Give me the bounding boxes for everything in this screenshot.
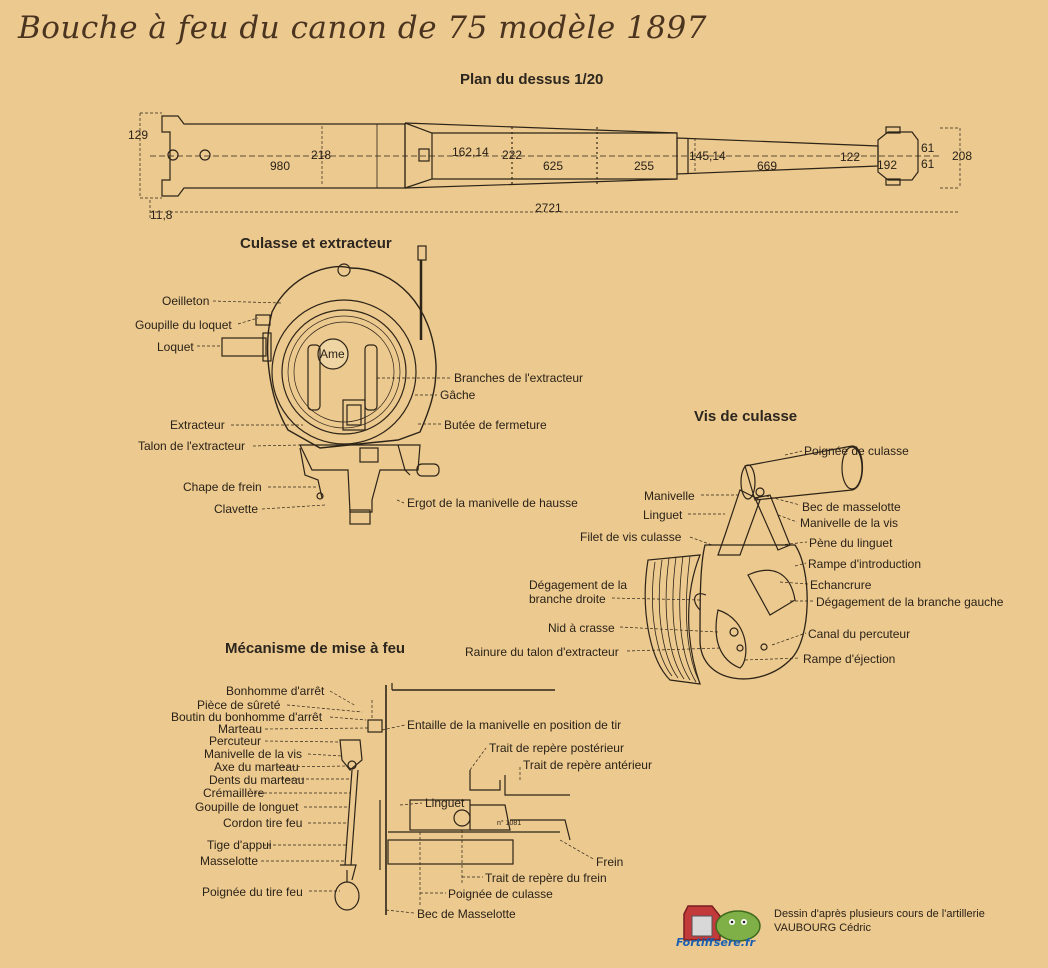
label-nid-crasse: Nid à crasse: [548, 621, 615, 635]
label-cordon-tire-feu: Cordon tire feu: [223, 816, 303, 830]
dim-192: 192: [877, 158, 898, 172]
label-piece-surete: Pièce de sûreté: [197, 698, 281, 712]
dim-208: 208: [952, 149, 973, 163]
label-chape-frein: Chape de frein: [183, 480, 262, 494]
mecanisme-title: Mécanisme de mise à feu: [225, 640, 406, 657]
label-bec-masselotte-mec: Bec de Masselotte: [417, 907, 516, 921]
label-loquet: Loquet: [157, 340, 194, 354]
label-oeilleton: Oeilleton: [162, 294, 210, 308]
label-trait-frein: Trait de repère du frein: [485, 871, 607, 885]
label-percuteur: Percuteur: [209, 734, 262, 748]
label-rainure-talon: Rainure du talon d'extracteur: [465, 645, 619, 659]
label-linguet-mec: Linguet: [425, 796, 465, 810]
label-axe-marteau: Axe du marteau: [214, 760, 299, 774]
label-goupille-longuet: Goupille de longuet: [195, 800, 299, 814]
label-filet-vis: Filet de vis culasse: [580, 530, 682, 544]
label-ame: Ame: [320, 347, 345, 361]
label-poignee-culasse: Poignée de culasse: [804, 444, 909, 458]
label-dents-marteau: Dents du marteau: [209, 773, 305, 787]
label-echancrure: Echancrure: [810, 578, 872, 592]
label-trait-anterieur: Trait de repère antérieur: [523, 758, 652, 772]
label-degagement-droite: Dégagement de la branche droite: [529, 578, 628, 606]
label-linguet: Linguet: [643, 508, 683, 522]
dim-122: 122: [840, 150, 861, 164]
label-serial: n° 1081: [497, 820, 522, 827]
label-gache: Gâche: [440, 388, 476, 402]
label-talon-extracteur: Talon de l'extracteur: [138, 439, 246, 453]
label-cremaillere: Crémaillère: [203, 786, 265, 800]
label-marteau: Marteau: [218, 722, 263, 736]
dim-980: 980: [270, 159, 291, 173]
credit-block: Dessin d'après plusieurs cours de l'arti…: [774, 907, 985, 935]
label-entaille-manivelle: Entaille de la manivelle en position de …: [407, 718, 622, 732]
dim-145: 145,14: [689, 149, 726, 163]
page-title: Bouche à feu du canon de 75 modèle 1897: [18, 10, 707, 46]
dim-162: 162,14: [452, 145, 489, 159]
dim-61-bottom: 61: [921, 157, 935, 171]
credit-line-2: VAUBOURG Cédric: [774, 922, 871, 934]
label-poignee-tire-feu: Poignée du tire feu: [202, 885, 303, 899]
label-trait-posterieur: Trait de repère postérieur: [489, 741, 624, 755]
dim-222: 222: [502, 148, 523, 162]
dim-129: 129: [128, 128, 149, 142]
vis-title: Vis de culasse: [694, 408, 798, 425]
label-frein: Frein: [596, 855, 624, 869]
credit-line-1: Dessin d'après plusieurs cours de l'arti…: [774, 908, 985, 920]
label-extracteur: Extracteur: [170, 418, 225, 432]
label-butee-fermeture: Butée de fermeture: [444, 418, 547, 432]
dim-669: 669: [757, 159, 778, 173]
label-bec-masselotte: Bec de masselotte: [802, 500, 901, 514]
dim-218: 218: [311, 148, 332, 162]
label-masselotte: Masselotte: [200, 854, 259, 868]
barrel-plan-view: [139, 112, 961, 218]
label-ergot-manivelle: Ergot de la manivelle de hausse: [407, 496, 578, 510]
culasse-title: Culasse et extracteur: [240, 235, 392, 252]
dim-2721: 2721: [535, 201, 562, 215]
breech-screw-view: [644, 445, 863, 685]
label-manivelle-vis: Manivelle de la vis: [800, 516, 899, 530]
label-tige-appui: Tige d'appui: [207, 838, 272, 852]
label-manivelle: Manivelle: [644, 489, 695, 503]
label-manivelle-vis-mec: Manivelle de la vis: [204, 747, 303, 761]
label-goupille-loquet: Goupille du loquet: [135, 318, 232, 332]
label-boutin-bonhomme: Boutin du bonhomme d'arrêt: [171, 710, 323, 724]
label-degagement-gauche: Dégagement de la branche gauche: [816, 595, 1004, 609]
label-rampe-ejection: Rampe d'éjection: [803, 652, 896, 666]
label-poignee-culasse-mec: Poignée de culasse: [448, 887, 553, 901]
label-clavette: Clavette: [214, 502, 259, 516]
dim-625: 625: [543, 159, 564, 173]
label-pene-linguet: Pène du linguet: [809, 536, 893, 550]
dim-255: 255: [634, 159, 655, 173]
label-rampe-introduction: Rampe d'introduction: [808, 557, 922, 571]
label-branches-extracteur: Branches de l'extracteur: [454, 371, 584, 385]
fortiff-logo-icon[interactable]: [676, 892, 770, 952]
plan-title: Plan du dessus 1/20: [460, 71, 604, 88]
dim-61-top: 61: [921, 141, 935, 155]
breech-view: [221, 245, 440, 525]
label-bonhomme-arret: Bonhomme d'arrêt: [226, 684, 325, 698]
logo-text[interactable]: Fortiffsere.fr: [676, 936, 756, 949]
label-canal-percuteur: Canal du percuteur: [808, 627, 911, 641]
dim-11-8: 11,8: [150, 208, 173, 222]
